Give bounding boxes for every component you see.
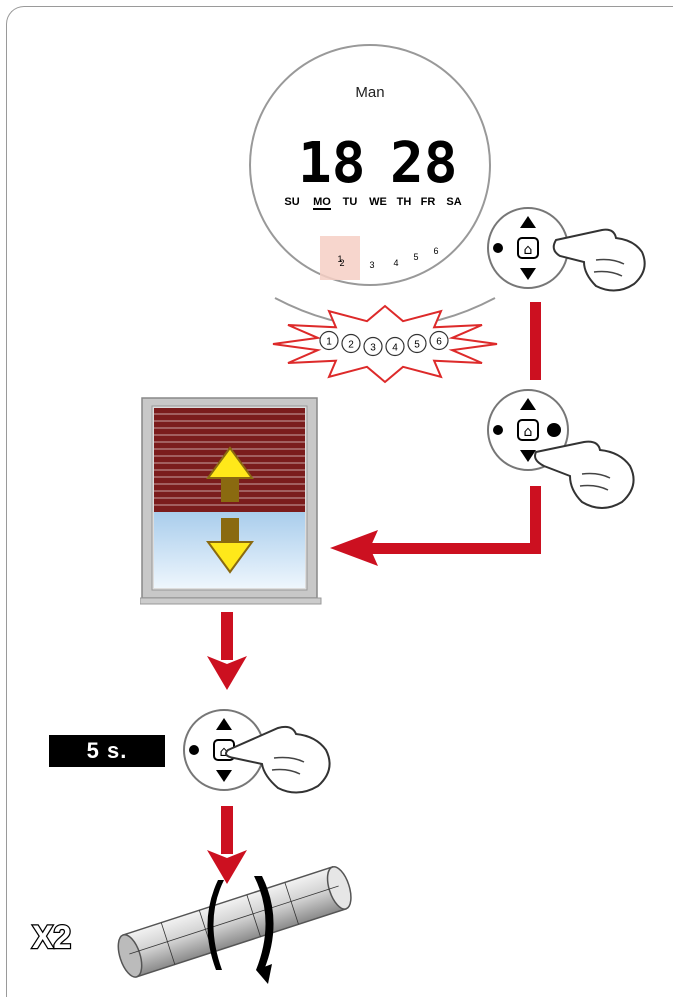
up-arrow-icon	[216, 718, 232, 730]
blink-channel-circle	[385, 336, 405, 357]
down-arrow-icon	[520, 450, 536, 462]
hold-duration-badge: 5 s.	[49, 735, 165, 767]
channel-3: 3	[369, 260, 374, 270]
weekday-we: WE	[369, 196, 387, 208]
channel-1: 1	[337, 254, 342, 264]
weekday-fr: FR	[421, 196, 436, 208]
blink-channel-3: 3	[370, 343, 376, 354]
pointing-hand-icon	[225, 725, 331, 794]
remote-home-hold: ⌂	[183, 709, 331, 794]
blink-channel-1: 1	[326, 337, 332, 348]
svg-text:⌂: ⌂	[524, 424, 533, 440]
motor-tube	[117, 866, 352, 984]
blink-channel-6: 6	[436, 337, 442, 348]
shutter-window	[140, 397, 322, 605]
blink-channel-2: 2	[348, 340, 354, 351]
pointing-hand-icon	[534, 440, 635, 509]
svg-text:X2: X2	[32, 919, 71, 954]
channel-row: 12 3 4 5 6	[320, 236, 439, 280]
timer-display: Man 18 28 SU MO TU WE TH FR SA 12 3 4 5 6	[249, 44, 491, 286]
clock-minutes: 28	[390, 131, 457, 196]
blink-burst-icon	[272, 304, 498, 384]
up-arrow-icon	[206, 446, 254, 502]
down-arrow-icon	[520, 268, 536, 280]
blink-channel-4: 4	[392, 343, 398, 354]
channel-2: 2	[339, 258, 344, 268]
down-arrow-icon	[206, 518, 254, 574]
weekday-su: SU	[284, 196, 299, 208]
blink-channel-5: 5	[414, 340, 420, 351]
repeat-count-label: X2	[31, 918, 73, 954]
blinking-channels-display: 1 2 3 4 5 6	[272, 297, 498, 384]
blink-channel-circle	[341, 333, 361, 354]
down-arrow-icon	[216, 770, 232, 782]
stop-button-icon	[547, 423, 561, 437]
rotation-arrows-icon	[207, 876, 274, 984]
blink-channel-circle	[363, 336, 383, 357]
blink-channel-circle	[429, 330, 449, 351]
home-button-icon	[517, 237, 539, 259]
selected-day-underline	[313, 208, 331, 210]
blink-channel-circle	[319, 330, 339, 351]
left-button-icon	[493, 425, 503, 435]
remote-stop-press: ⌂	[487, 207, 646, 292]
clock-hours: 18	[298, 131, 365, 196]
remote-down-press: ⌂	[487, 389, 635, 509]
active-channel-highlight	[320, 236, 360, 280]
channel-6: 6	[433, 246, 438, 256]
weekday-th: TH	[397, 196, 412, 208]
left-button-icon	[493, 243, 503, 253]
blink-channel-circle	[407, 333, 427, 354]
page-frame	[6, 6, 673, 997]
weekday-mo: MO	[313, 196, 331, 208]
channel-4: 4	[393, 258, 398, 268]
channel-5: 5	[413, 252, 418, 262]
home-button-icon	[517, 419, 539, 441]
weekday-sa: SA	[446, 196, 461, 208]
mode-label: Man	[355, 84, 384, 101]
weekday-tu: TU	[343, 196, 358, 208]
blink-channel-row: 1 2 3 4 5 6	[319, 330, 449, 357]
svg-text:⌂: ⌂	[524, 242, 533, 258]
weekday-row: SU MO TU WE TH FR SA	[284, 196, 462, 210]
up-arrow-icon	[520, 216, 536, 228]
svg-text:⌂: ⌂	[220, 744, 229, 760]
left-button-icon	[189, 745, 199, 755]
up-arrow-icon	[520, 398, 536, 410]
